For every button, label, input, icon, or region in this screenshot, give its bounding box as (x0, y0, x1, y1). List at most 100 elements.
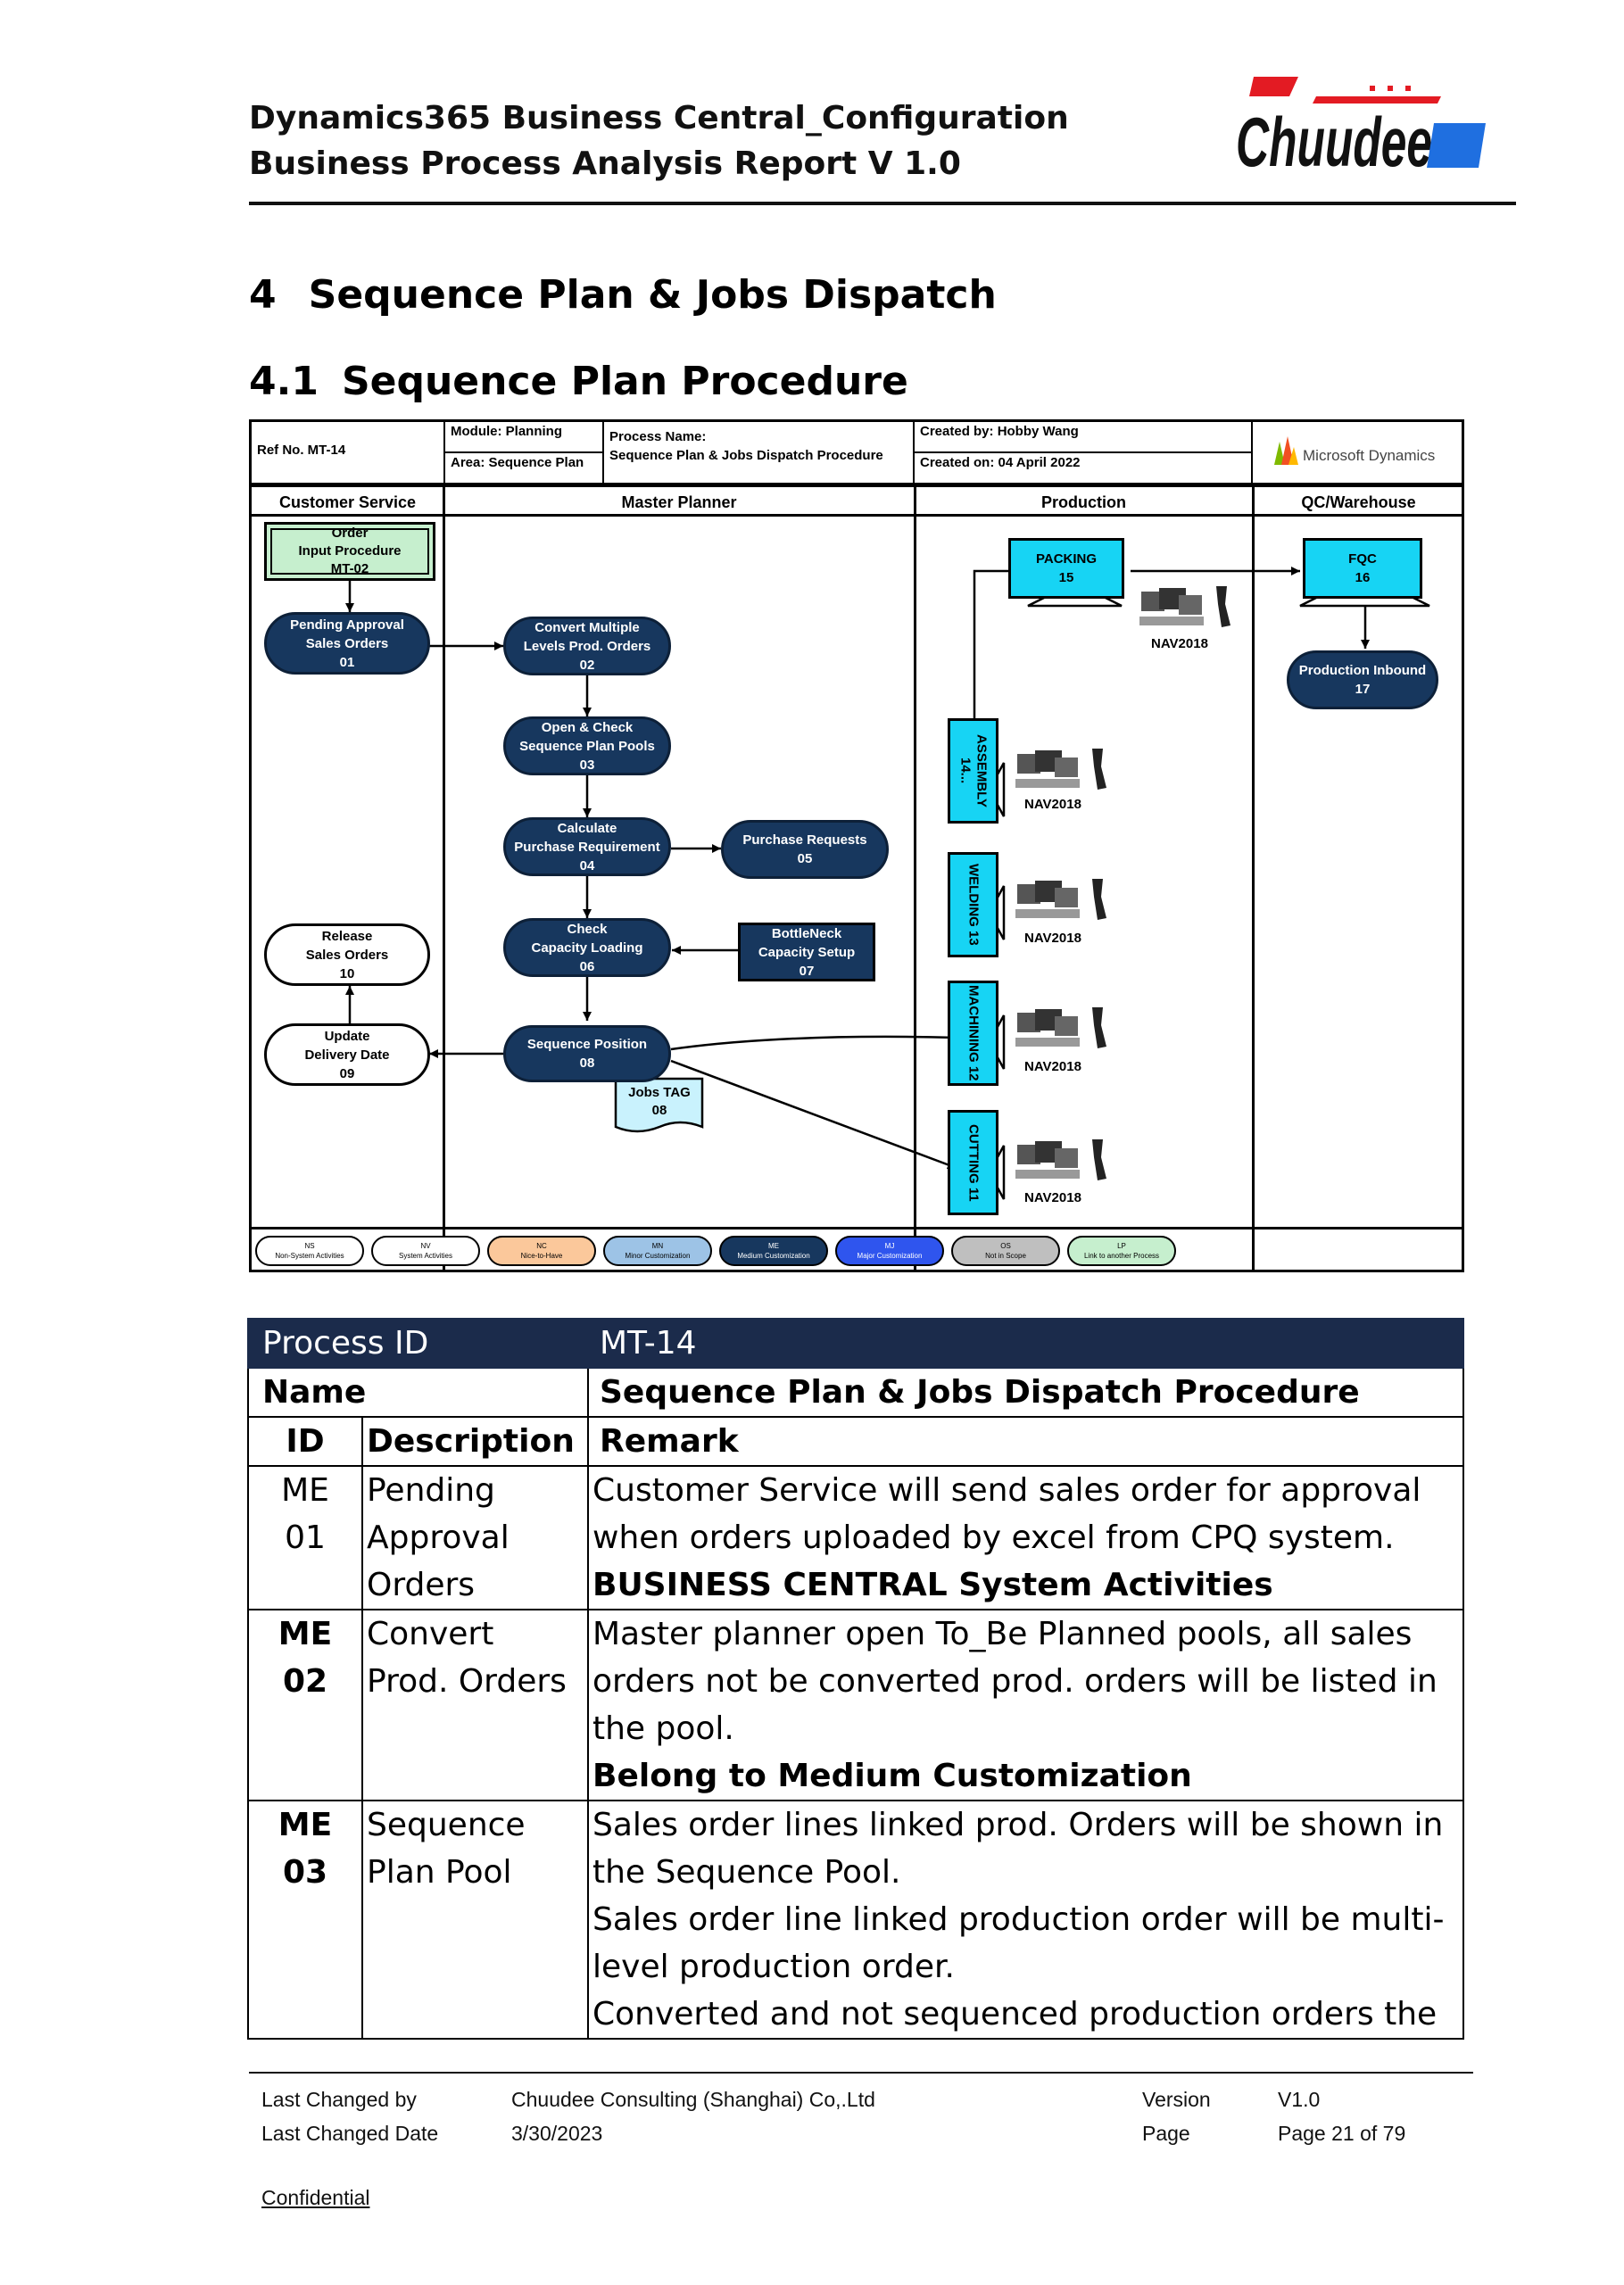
process-name-label: Process Name: (609, 429, 707, 444)
node-update-delivery-date[interactable]: Update Delivery Date 09 (264, 1023, 430, 1086)
col-description-header: Description (361, 1416, 589, 1467)
node-open-check-sequence-pools[interactable]: Open & Check Sequence Plan Pools 03 (503, 716, 671, 775)
heading-2-number: 4.1 (249, 359, 319, 404)
lane-qc-warehouse: QC/Warehouse (1253, 484, 1464, 517)
node-packing[interactable]: PACKING 15 (1008, 538, 1124, 599)
legend-divider (252, 1227, 1462, 1229)
node-label: 10 (339, 965, 355, 981)
node-label: 08 (579, 1056, 595, 1071)
node-purchase-requests[interactable]: Purchase Requests 05 (721, 820, 889, 879)
process-id-label: Process ID (247, 1318, 589, 1369)
row-remark: Master planner open To_Be Planned pools,… (587, 1609, 1464, 1801)
remark-line: level production order. (592, 1949, 955, 1985)
node-convert-multiple-levels[interactable]: Convert Multiple Levels Prod. Orders 02 (503, 617, 671, 675)
legend-code: NS (304, 1242, 315, 1250)
node-label: Purchase Requests (742, 832, 867, 848)
lane-master-planner: Master Planner (443, 484, 915, 517)
confidential-label: Confidential (261, 2186, 370, 2209)
lane-divider (443, 484, 445, 1270)
remark-line: orders not be converted prod. orders wil… (592, 1663, 1438, 1700)
legend-code: LP (1117, 1242, 1126, 1250)
last-changed-date-value: 3/30/2023 (511, 2122, 603, 2145)
node-label: Production Inbound (1298, 663, 1427, 678)
remark-line: Sales order lines linked prod. Orders wi… (592, 1807, 1444, 1843)
node-assembly[interactable]: ASSEMBLY 14... (948, 718, 998, 824)
process-name-cell: Process Name: Sequence Plan & Jobs Dispa… (602, 422, 915, 484)
node-check-capacity-loading[interactable]: Check Capacity Loading 06 (503, 918, 671, 977)
node-label: Sequence Position (526, 1037, 648, 1052)
node-label: Release (321, 928, 373, 944)
remark-line: Customer Service will send sales order f… (592, 1472, 1421, 1509)
workstation-scanner-icon (1015, 1004, 1114, 1062)
col-id-header: ID (247, 1416, 363, 1467)
desc-line: Plan Pool (367, 1854, 512, 1891)
desc-line: Convert (367, 1616, 494, 1652)
node-pending-approval-sales-orders[interactable]: Pending Approval Sales Orders 01 (264, 612, 430, 675)
node-jobs-tag[interactable]: Jobs TAG 08 (617, 1082, 701, 1122)
heading-2-text: Sequence Plan Procedure (341, 359, 908, 404)
table-row-name: Name Sequence Plan & Jobs Dispatch Proce… (247, 1367, 1464, 1418)
nav2018-label: NAV2018 (1024, 797, 1081, 812)
node-label: Update (324, 1028, 370, 1044)
node-bottleneck-capacity-setup[interactable]: BottleNeck Capacity Setup 07 (738, 923, 875, 981)
node-label: 17 (1355, 682, 1371, 697)
node-cutting[interactable]: CUTTING 11 (948, 1110, 998, 1215)
legend-item-nc: NC Nice-to-Have (487, 1236, 596, 1266)
node-label: Capacity Setup (758, 944, 856, 960)
legend-code: ME (768, 1242, 779, 1250)
legend-label: Minor Customization (625, 1252, 691, 1260)
heading-1-text: Sequence Plan & Jobs Dispatch (308, 272, 997, 318)
last-changed-by-value: Chuudee Consulting (Shanghai) Co,.Ltd (511, 2088, 875, 2111)
legend-label: Medium Customization (737, 1252, 810, 1260)
workstation-scanner-icon (1015, 875, 1114, 933)
remark-line: the pool. (592, 1710, 734, 1747)
node-label: 05 (797, 851, 813, 866)
node-label: Purchase Requirement (514, 839, 660, 855)
lane-production: Production (915, 484, 1253, 517)
last-changed-by-label: Last Changed by (261, 2088, 417, 2111)
legend-code: NC (536, 1242, 547, 1250)
desc-line: Orders (367, 1567, 476, 1603)
node-order-input-procedure[interactable]: Order Input Procedure MT-02 (264, 522, 435, 581)
name-value: Sequence Plan & Jobs Dispatch Procedure (587, 1367, 1464, 1418)
desc-line: Approval (367, 1519, 510, 1556)
node-label: Sales Orders (305, 947, 389, 963)
node-label: Jobs TAG (628, 1085, 691, 1100)
logo-wordmark: Chuudee (1236, 103, 1432, 177)
node-welding[interactable]: WELDING 13 (948, 852, 998, 957)
node-machining[interactable]: MACHINING 12 (948, 981, 998, 1086)
node-label: Capacity Loading (531, 940, 643, 956)
node-label: Input Procedure (298, 543, 402, 559)
remark-line: Converted and not sequenced production o… (592, 1996, 1438, 2032)
legend-label: Nice-to-Have (520, 1252, 563, 1260)
ms-dynamics-text: Microsoft Dynamics (1303, 447, 1436, 464)
node-sequence-position[interactable]: Sequence Position 08 (503, 1025, 671, 1082)
legend-item-me: ME Medium Customization (719, 1236, 828, 1266)
lane-divider (914, 484, 916, 1270)
lane-divider (1252, 484, 1255, 1270)
version-label: Version (1142, 2088, 1211, 2111)
nav2018-label: NAV2018 (1024, 1059, 1081, 1074)
workstation-scanner-icon (1139, 583, 1238, 641)
ms-dynamics-logo: Microsoft Dynamics (1251, 422, 1464, 484)
lane-customer-service: Customer Service (252, 484, 443, 517)
node-calculate-purchase-requirement[interactable]: Calculate Purchase Requirement 04 (503, 817, 671, 876)
page-value: Page 21 of 79 (1278, 2122, 1406, 2145)
flow-connectors (345, 534, 1430, 1200)
node-fqc[interactable]: FQC 16 (1303, 538, 1422, 599)
legend-label: Link to another Process (1083, 1252, 1160, 1260)
desc-line: Sequence (367, 1807, 526, 1843)
version-value: V1.0 (1278, 2088, 1321, 2111)
legend-code: MJ (884, 1242, 895, 1250)
node-production-inbound[interactable]: Production Inbound 17 (1287, 650, 1438, 709)
page-label: Page (1142, 2122, 1190, 2145)
node-label: 16 (1355, 570, 1371, 585)
desc-line: Prod. Orders (367, 1663, 567, 1700)
node-release-sales-orders[interactable]: Release Sales Orders 10 (264, 923, 430, 986)
